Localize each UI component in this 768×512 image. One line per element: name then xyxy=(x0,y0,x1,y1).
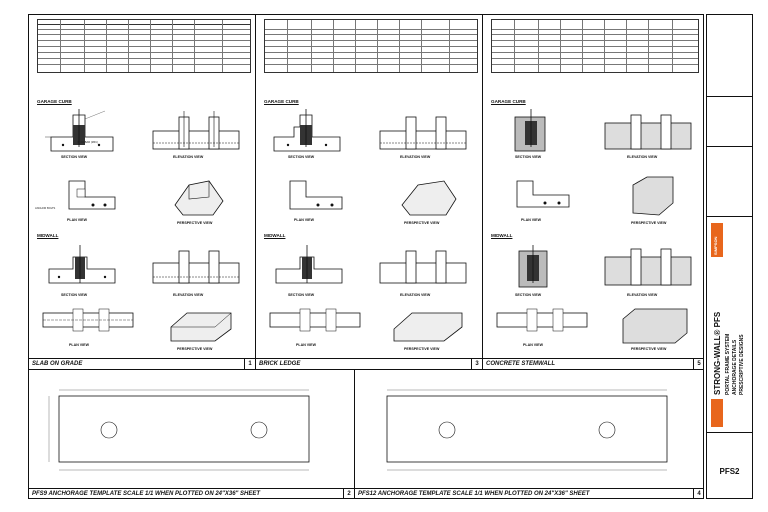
product-title: STRONG-WALL® PFS xyxy=(713,311,722,395)
perspective-view-label: PERSPECTIVE VIEW xyxy=(177,221,213,225)
panel-title: BRICK LEDGE xyxy=(259,361,301,367)
product-subtitle-3: PRESCRIPTIVE DESIGNS xyxy=(739,334,745,395)
table-header xyxy=(38,20,250,25)
template-pfs9: PFS9 ANCHORAGE TEMPLATE SCALE 1/1 WHEN P… xyxy=(29,369,355,499)
section-view-label: SECTION VIEW xyxy=(288,155,315,159)
anchor-bolts-callout: ANCHOR BOLTS xyxy=(35,207,56,210)
midwall-perspective-drawing xyxy=(393,312,463,342)
simpson-logo: SIMPSON xyxy=(711,223,723,257)
garage-curb-perspective-drawing xyxy=(401,180,457,216)
elevation-view-label: ELEVATION VIEW xyxy=(400,155,431,159)
section-view-label: SECTION VIEW xyxy=(61,155,88,159)
anchorage-table xyxy=(264,19,478,73)
midwall-plan-drawing xyxy=(269,308,361,332)
garage-curb-section-drawing xyxy=(514,109,546,152)
garage-curb-elevation-drawing xyxy=(604,114,692,150)
midwall-perspective-drawing xyxy=(622,308,688,344)
midwall-plan-drawing xyxy=(42,308,134,332)
simpson-logo xyxy=(711,399,723,427)
garage-curb-perspective-drawing xyxy=(174,180,224,216)
midwall-section-drawing xyxy=(518,245,548,288)
section-view-label: SECTION VIEW xyxy=(515,293,542,297)
midwall-elevation-drawing xyxy=(604,248,692,286)
perspective-view-label: PERSPECTIVE VIEW xyxy=(404,221,440,225)
drawing-sheet: GARAGE CURB SECTION VIEW (E) REBAR (MIN.… xyxy=(28,14,704,499)
panel-number: 1 xyxy=(244,359,255,369)
midwall-section-drawing xyxy=(48,245,116,284)
panel-concrete-stemwall: GARAGE CURB SECTION VIEW ELEVATION VIEW … xyxy=(483,15,704,369)
elevation-view-label: ELEVATION VIEW xyxy=(400,293,431,297)
panel-caption: CONCRETE STEMWALL 5 xyxy=(483,358,704,369)
template-title: PFS9 ANCHORAGE TEMPLATE SCALE 1/1 WHEN P… xyxy=(32,491,261,497)
pfs9-template-outline xyxy=(48,389,310,471)
garage-curb-elevation-drawing xyxy=(152,111,240,150)
template-number: 4 xyxy=(693,489,704,499)
garage-curb-plan-drawing xyxy=(289,180,343,210)
panel-number: 5 xyxy=(693,359,704,369)
midwall-elevation-drawing xyxy=(379,250,467,284)
title-block: SIMPSON STRONG-WALL® PFS PORTAL FRAME SY… xyxy=(706,14,753,499)
midwall-plan-drawing xyxy=(496,308,588,332)
perspective-view-label: PERSPECTIVE VIEW xyxy=(177,347,213,351)
anchorage-table xyxy=(491,19,699,73)
section-midwall: MIDWALL xyxy=(491,233,513,238)
garage-curb-elevation-drawing xyxy=(379,116,467,150)
plan-view-label: PLAN VIEW xyxy=(296,343,316,347)
elevation-view-label: ELEVATION VIEW xyxy=(627,155,658,159)
midwall-perspective-drawing xyxy=(170,312,232,342)
perspective-view-label: PERSPECTIVE VIEW xyxy=(631,347,667,351)
template-number: 2 xyxy=(343,489,354,499)
elevation-view-label: ELEVATION VIEW xyxy=(173,155,204,159)
template-title: PFS12 ANCHORAGE TEMPLATE SCALE 1/1 WHEN … xyxy=(358,491,590,497)
panel-title: CONCRETE STEMWALL xyxy=(486,361,555,367)
panel-slab-on-grade: GARAGE CURB SECTION VIEW (E) REBAR (MIN.… xyxy=(29,15,256,369)
section-garage-curb: GARAGE CURB xyxy=(37,99,72,104)
garage-curb-plan-drawing xyxy=(68,180,116,210)
garage-curb-plan-drawing xyxy=(516,180,570,208)
product-subtitle-1: PORTAL FRAME SYSTEM xyxy=(725,333,731,395)
plan-view-label: PLAN VIEW xyxy=(521,218,541,222)
plan-view-label: PLAN VIEW xyxy=(67,218,87,222)
panel-brick-ledge: GARAGE CURB SECTION VIEW ELEVATION VIEW … xyxy=(256,15,483,369)
product-box xyxy=(707,217,752,433)
table-notes xyxy=(37,75,249,89)
plan-view-label: PLAN VIEW xyxy=(523,343,543,347)
section-midwall: MIDWALL xyxy=(37,233,59,238)
section-view-label: SECTION VIEW xyxy=(61,293,88,297)
midwall-section-drawing xyxy=(275,245,343,284)
rebar-callout: (E) REBAR (MIN.) xyxy=(77,141,99,144)
client-box xyxy=(707,147,752,217)
elevation-view-label: ELEVATION VIEW xyxy=(627,293,658,297)
panel-caption: SLAB ON GRADE 1 xyxy=(29,358,255,369)
section-garage-curb: GARAGE CURB xyxy=(491,99,526,104)
perspective-view-label: PERSPECTIVE VIEW xyxy=(631,221,667,225)
template-caption: PFS9 ANCHORAGE TEMPLATE SCALE 1/1 WHEN P… xyxy=(29,488,354,499)
revision-box xyxy=(707,15,752,97)
section-view-label: SECTION VIEW xyxy=(288,293,315,297)
pfs12-template-outline xyxy=(386,389,668,471)
elevation-view-label: ELEVATION VIEW xyxy=(173,293,204,297)
panel-title: SLAB ON GRADE xyxy=(32,361,83,367)
section-garage-curb: GARAGE CURB xyxy=(264,99,299,104)
section-midwall: MIDWALL xyxy=(264,233,286,238)
product-subtitle-2: ANCHORAGE DETAILS xyxy=(732,339,738,395)
anchorage-table xyxy=(37,19,251,73)
template-caption: PFS12 ANCHORAGE TEMPLATE SCALE 1/1 WHEN … xyxy=(355,488,704,499)
sheet-number: PFS2 xyxy=(719,467,740,476)
blank-box xyxy=(707,97,752,147)
template-pfs12: PFS12 ANCHORAGE TEMPLATE SCALE 1/1 WHEN … xyxy=(355,369,704,499)
garage-curb-section-drawing xyxy=(45,109,114,152)
plan-view-label: PLAN VIEW xyxy=(294,218,314,222)
garage-curb-section-drawing xyxy=(273,109,341,152)
panel-caption: BRICK LEDGE 3 xyxy=(256,358,482,369)
panel-number: 3 xyxy=(471,359,482,369)
section-view-label: SECTION VIEW xyxy=(515,155,542,159)
garage-curb-perspective-drawing xyxy=(632,176,674,216)
plan-view-label: PLAN VIEW xyxy=(69,343,89,347)
midwall-elevation-drawing xyxy=(152,250,240,284)
perspective-view-label: PERSPECTIVE VIEW xyxy=(404,347,440,351)
